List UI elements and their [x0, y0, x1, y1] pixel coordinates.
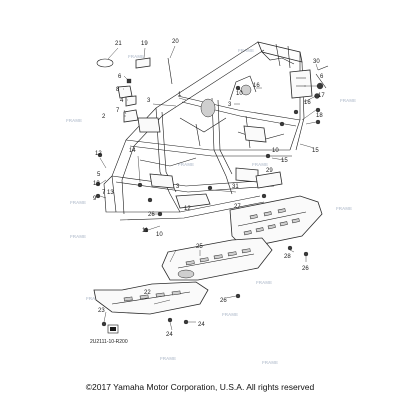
- callout-15: 15: [312, 148, 319, 154]
- bolt-icon: [95, 193, 101, 199]
- callout-2: 2: [102, 114, 106, 120]
- callout-3: 3: [228, 102, 232, 108]
- bolt-icon: [183, 319, 189, 325]
- callout-11: 11: [142, 228, 149, 234]
- bolt-icon: [235, 293, 241, 299]
- bolt-icon: [303, 251, 309, 257]
- watermark: FRAME: [252, 162, 268, 167]
- o-ring-icon: [96, 58, 114, 68]
- callouts: 21 19 20 6 8 4 3 1 7 2 30 6 16 10 3 17 1…: [93, 39, 325, 338]
- watermark: FRAME: [222, 312, 238, 317]
- loose-parts: [96, 57, 329, 125]
- watermark: FRAME: [336, 206, 352, 211]
- callout-3: 3: [176, 184, 180, 190]
- callout-20: 20: [172, 39, 179, 45]
- nut-icon: [314, 93, 320, 99]
- callout-30: 30: [313, 59, 320, 65]
- callout-31: 31: [232, 184, 239, 190]
- callout-26: 26: [148, 212, 155, 218]
- bolt-icon: [167, 317, 173, 323]
- watermark: FRAME: [256, 280, 272, 285]
- callout-6: 6: [320, 74, 324, 80]
- callout-10: 10: [156, 232, 163, 238]
- main-frame: [103, 41, 313, 221]
- bolt-icon: [287, 245, 293, 251]
- callout-29: 29: [266, 168, 273, 174]
- callout-16: 16: [253, 83, 260, 89]
- callout-25: 25: [196, 244, 203, 250]
- callout-13: 13: [93, 181, 100, 187]
- rear-bracket-icon: [315, 65, 329, 89]
- watermark: FRAME: [70, 200, 86, 205]
- callout-14: 14: [129, 148, 136, 154]
- callout-15: 15: [281, 158, 288, 164]
- callout-23: 23: [98, 308, 105, 314]
- bracket-icon: [123, 109, 139, 123]
- bolt-icon: [101, 321, 107, 327]
- watermark: FRAME: [178, 162, 194, 167]
- bolt-icon: [265, 153, 271, 159]
- callout-24: 24: [166, 332, 173, 338]
- callout-26: 26: [302, 266, 309, 272]
- callout-4: 4: [120, 98, 124, 104]
- callout-21: 21: [115, 41, 122, 47]
- label-tag: 2U2111-10-R200: [90, 324, 128, 345]
- bolt-icon: [261, 193, 267, 199]
- callout-22: 22: [144, 290, 151, 296]
- watermark: FRAME: [340, 98, 356, 103]
- bolt-icon: [279, 121, 285, 127]
- callout-27: 27: [234, 204, 241, 210]
- bracket-icon: [117, 85, 133, 99]
- drawing-code: 2U2111-10-R200: [90, 339, 128, 345]
- callout-12: 12: [184, 206, 191, 212]
- lower-skid-plate: [93, 281, 209, 327]
- bolt-icon: [157, 211, 163, 217]
- callout-8: 8: [116, 87, 120, 93]
- nut-icon: [126, 78, 132, 84]
- callout-24: 24: [198, 322, 205, 328]
- bolt-icon: [97, 152, 103, 158]
- watermark: FRAME: [238, 48, 254, 53]
- bolt-icon: [147, 197, 153, 203]
- watermark: FRAME: [70, 234, 86, 239]
- callout-3: 3: [147, 98, 151, 104]
- callout-10: 10: [236, 91, 243, 97]
- callout-26: 26: [220, 298, 227, 304]
- callout-5: 5: [97, 172, 101, 178]
- leader-lines: [99, 45, 319, 331]
- upper-skid-plate: [229, 193, 323, 257]
- callout-13: 13: [107, 190, 114, 196]
- callout-12: 12: [95, 151, 102, 157]
- callout-6: 6: [118, 74, 122, 80]
- rod-icon: [167, 57, 173, 85]
- clip-icon: [135, 57, 151, 69]
- callout-7: 7: [102, 190, 106, 196]
- bolt-icon: [315, 107, 321, 113]
- callout-10: 10: [272, 148, 279, 154]
- bolt-icon: [315, 119, 321, 125]
- watermark: FRAME: [66, 118, 82, 123]
- callout-9: 9: [93, 196, 97, 202]
- callout-28: 28: [284, 254, 291, 260]
- watermark: FRAME: [160, 356, 176, 361]
- middle-skid-plate: [161, 237, 273, 299]
- callout-17: 17: [318, 93, 325, 99]
- watermark: FRAME: [262, 360, 278, 365]
- watermark: FRAME: [128, 54, 144, 59]
- watermark: FRAME: [86, 296, 102, 301]
- bolt-icon: [207, 185, 213, 191]
- copyright-notice: ©2017 Yamaha Motor Corporation, U.S.A. A…: [85, 382, 315, 392]
- callout-18: 18: [316, 113, 323, 119]
- bolt-icon: [137, 182, 143, 188]
- callout-7: 7: [116, 108, 120, 114]
- bracket-icon: [125, 95, 137, 107]
- callout-16: 16: [304, 100, 311, 106]
- callout-1: 1: [178, 92, 182, 98]
- callout-19: 19: [141, 41, 148, 47]
- bolt-icon: [293, 109, 299, 115]
